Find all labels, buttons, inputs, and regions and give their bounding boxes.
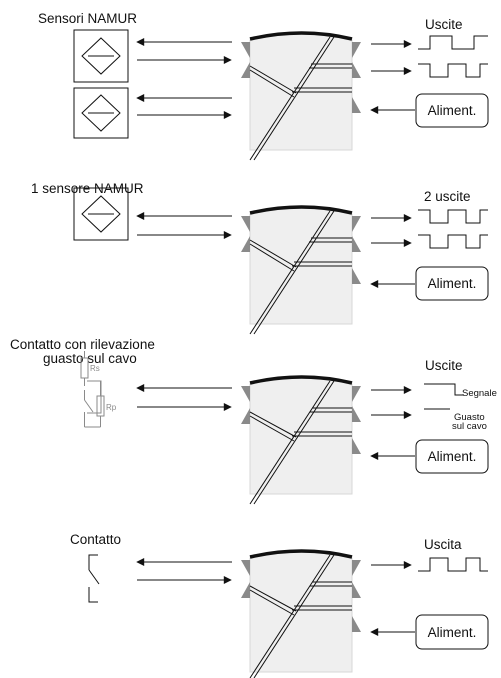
panel-2: 1 sensore NAMUR 2 uscite Ali — [31, 181, 489, 335]
power-supply-box — [415, 439, 489, 474]
panel-2-output-title: 2 uscite — [424, 189, 471, 204]
namur-sensor-2-icon — [73, 87, 129, 139]
panel-1-input-title: Sensori NAMUR — [38, 11, 137, 26]
isolator-module-4 — [241, 549, 361, 678]
power-supply-label: Aliment. — [428, 449, 477, 464]
signal-output-step-icon — [424, 383, 464, 396]
isolator-module-3 — [241, 375, 361, 505]
resistor-series-label: Rs — [90, 364, 100, 373]
namur-sensor-1-icon — [73, 29, 129, 83]
panel-3: Contatto con rilevazione guasto sul cavo… — [10, 337, 497, 505]
contact-with-resistors-icon — [80, 351, 105, 428]
power-supply-box — [415, 266, 489, 301]
panel-3-input-title-line2: guasto sul cavo — [43, 351, 137, 366]
contact-switch-icon — [88, 554, 100, 603]
panel-1: Sensori NAMUR Uscite — [38, 11, 489, 161]
square-wave-output-2-icon — [418, 63, 488, 78]
power-supply-label: Aliment. — [428, 103, 477, 118]
power-supply-label: Aliment. — [428, 276, 477, 291]
square-wave-output-1-icon — [418, 209, 488, 224]
isolator-module-1 — [241, 31, 361, 161]
isolator-module-2 — [241, 205, 361, 335]
power-supply-label: Aliment. — [428, 625, 477, 640]
power-supply-box — [415, 614, 489, 650]
fault-output-label-line2: sul cavo — [452, 421, 487, 432]
panel-3-output-title: Uscite — [425, 358, 463, 373]
square-wave-output-icon — [418, 557, 488, 572]
resistor-parallel-label: Rp — [106, 403, 117, 412]
fault-output-label-line1: Guasto — [454, 412, 485, 423]
panel-4-input-title: Contatto — [70, 532, 121, 547]
power-supply-box — [415, 93, 489, 128]
namur-sensor-icon — [73, 187, 129, 241]
panel-1-output-title: Uscite — [425, 17, 463, 32]
signal-output-label: Segnale — [462, 388, 497, 399]
square-wave-output-1-icon — [418, 35, 488, 50]
panel-4: Contatto Uscita Aliment. — [70, 532, 489, 678]
square-wave-output-2-icon — [418, 234, 488, 249]
panel-4-output-title: Uscita — [424, 537, 462, 552]
panel-3-input-title-line1: Contatto con rilevazione — [10, 337, 155, 352]
